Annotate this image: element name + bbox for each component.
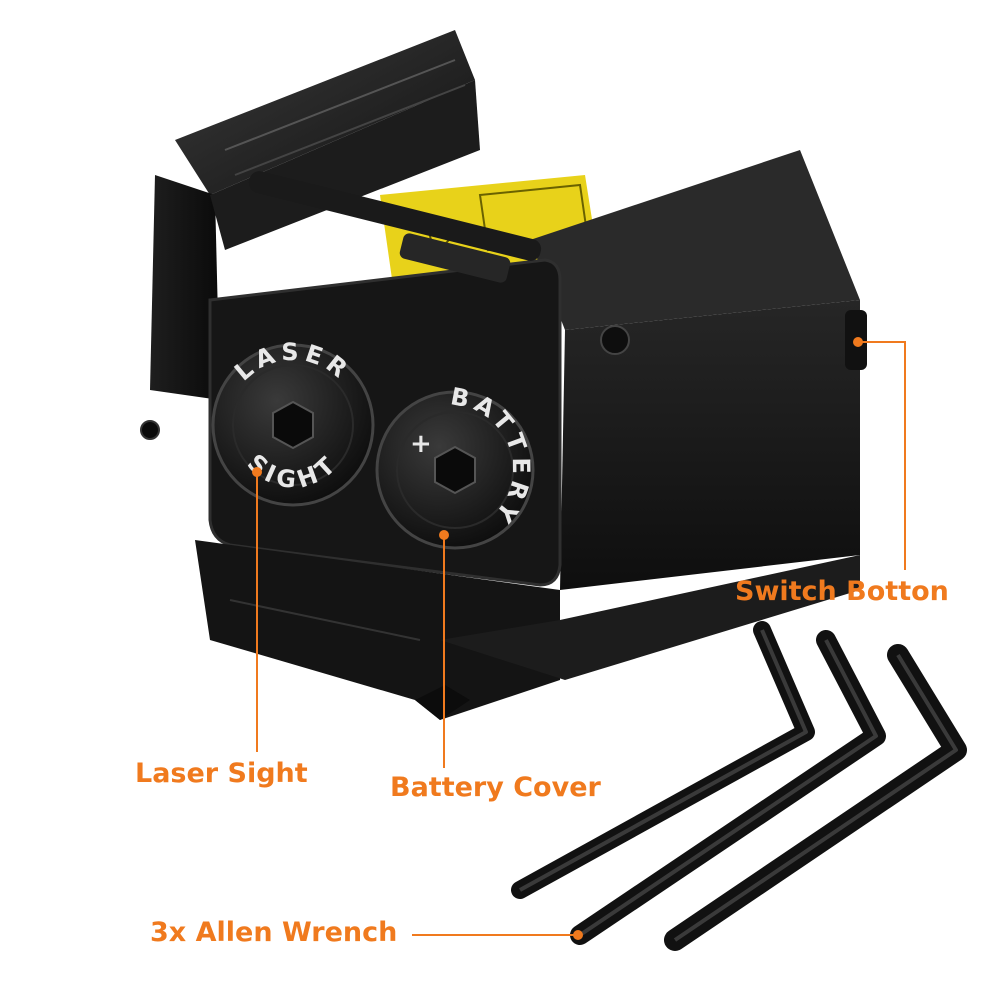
screw-icon <box>600 325 630 355</box>
hex-socket-icon <box>434 445 476 495</box>
callout-lines <box>252 337 906 940</box>
battery-callout-dot <box>439 530 449 540</box>
allen-wrench <box>664 644 967 951</box>
switch-callout-line <box>858 341 906 570</box>
main-housing <box>530 150 867 590</box>
battery-plus-symbol: + <box>410 429 432 459</box>
hex-socket-icon <box>272 400 314 450</box>
switch-callout-dot <box>853 337 863 347</box>
allen-wrench-set <box>511 621 967 951</box>
laser-sight-callout: Laser Sight <box>135 758 308 789</box>
allen-wrench-callout: 3x Allen Wrench <box>150 917 398 948</box>
wrench-callout-dot <box>573 930 583 940</box>
rail-block <box>150 30 480 400</box>
battery-cap: BATTERY + <box>375 382 535 550</box>
switch-button-callout: Switch Botton <box>735 576 949 607</box>
allen-wrench <box>511 621 815 899</box>
laser-sight-cap: LASER SIGHT <box>211 338 375 507</box>
allen-wrench <box>570 630 886 945</box>
picatinny-base <box>140 420 860 720</box>
mounting-rod <box>248 171 542 283</box>
battery-cover-callout: Battery Cover <box>390 772 601 803</box>
laser-callout-dot <box>252 467 262 477</box>
